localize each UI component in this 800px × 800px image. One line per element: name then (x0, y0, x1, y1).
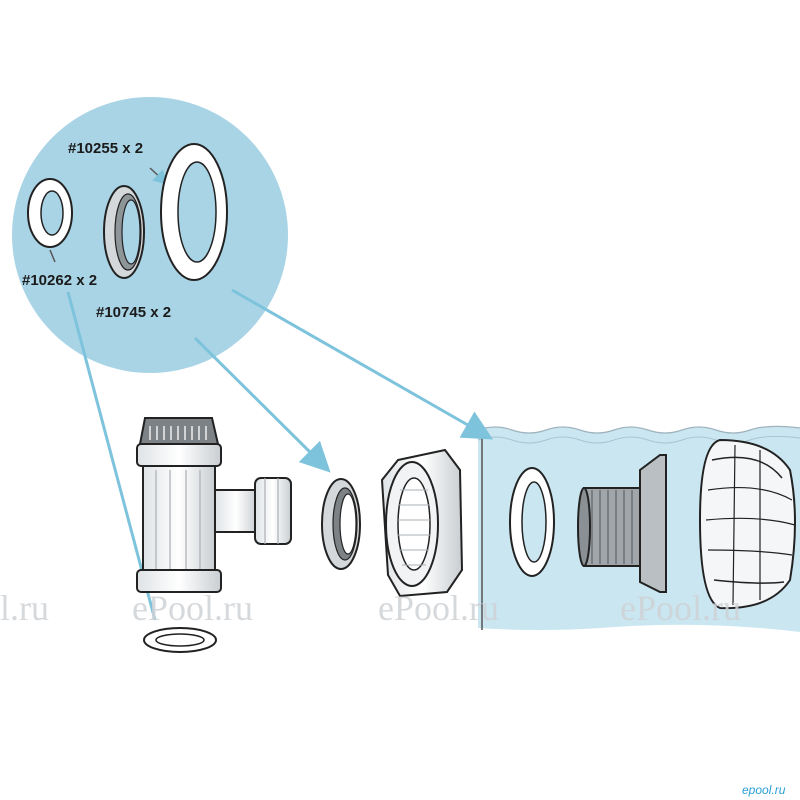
watermark-2: ePool.ru (132, 588, 253, 628)
part-10745-gasket (103, 185, 145, 279)
hex-nut (380, 448, 464, 598)
watermark-1: l.ru (0, 588, 49, 628)
threaded-fitting (577, 454, 667, 593)
pointer-10262 (49, 249, 56, 263)
watermark-corner: epool.ru (742, 783, 786, 797)
arrow-10745 (193, 336, 331, 473)
t-valve-plunger (136, 417, 292, 593)
bottom-washer (143, 627, 217, 653)
watermark-3: ePool.ru (378, 588, 499, 628)
arrow-10255 (231, 288, 494, 440)
label-10262: #10262 x 2 (22, 272, 97, 289)
part-10262-washer (27, 178, 73, 248)
label-10255: #10255 x 2 (68, 140, 143, 157)
middle-gasket (321, 478, 361, 570)
pointer-10255 (149, 167, 169, 186)
strainer-cap (698, 438, 796, 610)
label-10745: #10745 x 2 (96, 304, 171, 321)
watermark-4: ePool.ru (620, 588, 741, 628)
part-10255-ring (160, 143, 228, 281)
arrow-10262 (66, 291, 157, 621)
pool-washer (509, 467, 555, 577)
